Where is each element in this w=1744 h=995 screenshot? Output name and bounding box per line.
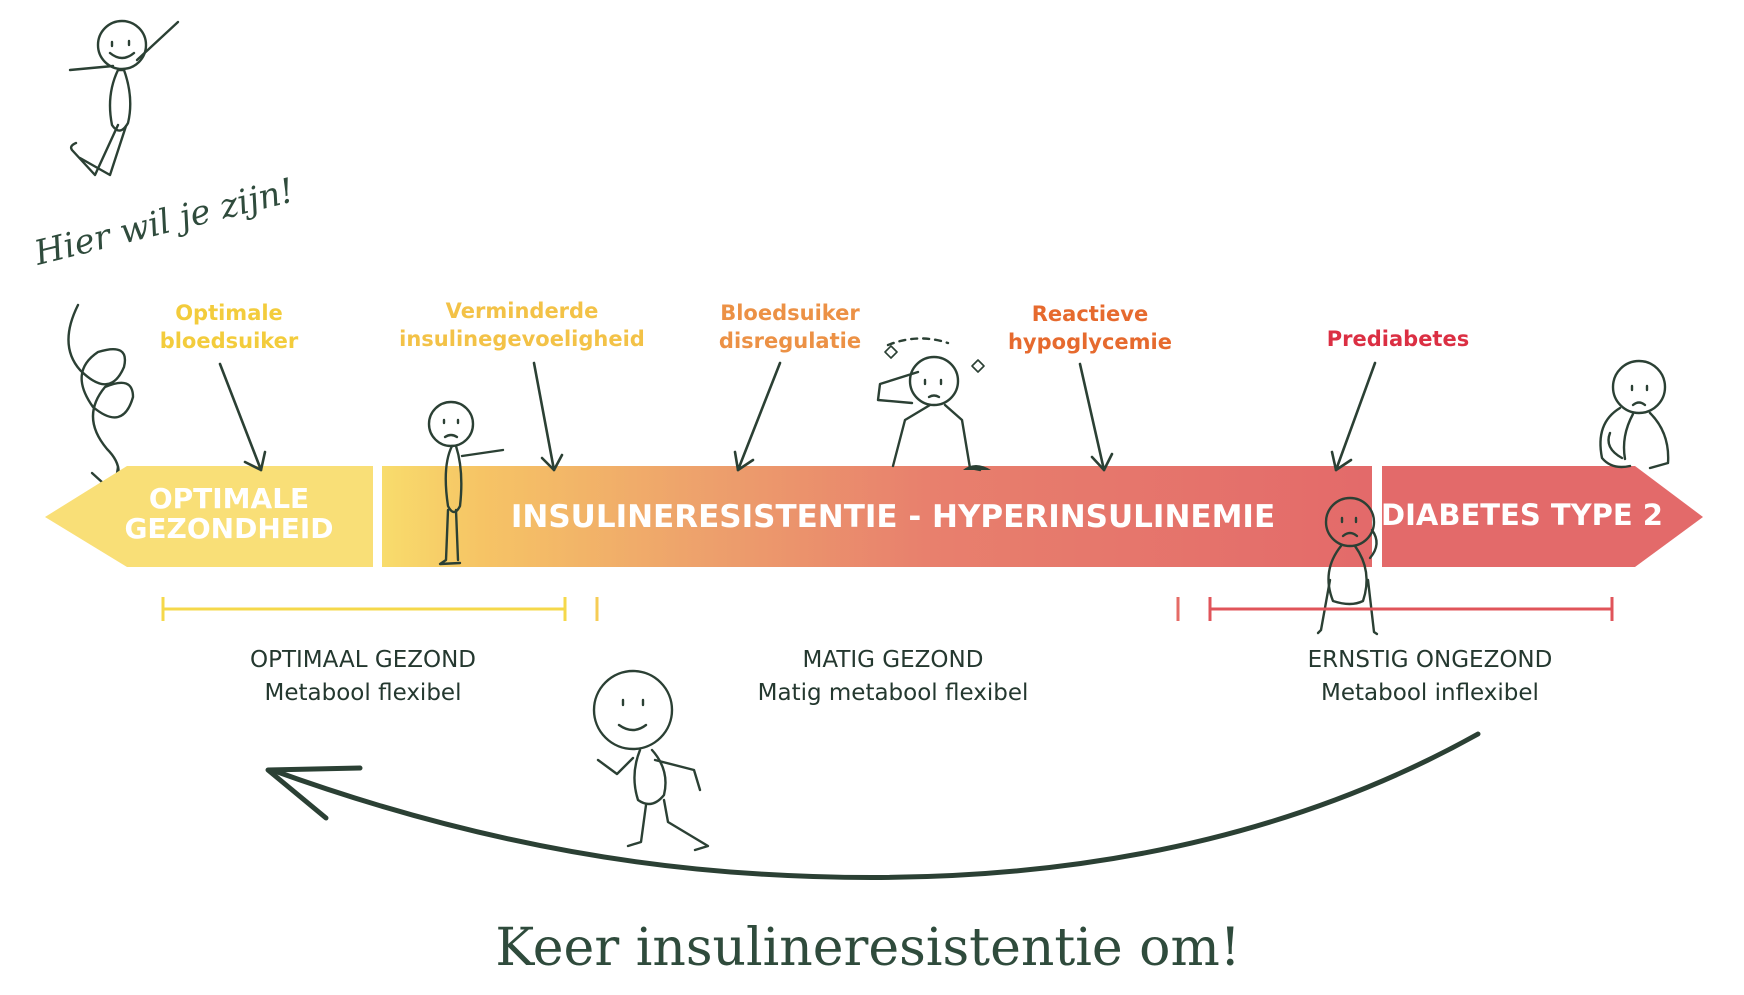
- stage-label-optimale-l2: bloedsuiker: [160, 329, 299, 353]
- return-arrow-icon: [268, 734, 1478, 878]
- stage-label-verminderde-l1: Verminderde: [446, 299, 599, 323]
- hier-text: Hier wil je zijn!: [30, 171, 298, 274]
- band-insulin-label: INSULINERESISTENTIE - HYPERINSULINEMIE: [511, 499, 1275, 535]
- band-optimal-label-line2: GEZONDHEID: [124, 512, 333, 545]
- sad-sitting-figure-icon: [1600, 361, 1668, 468]
- dizzy-figure-icon: [878, 338, 984, 470]
- band-optimal-label-line1: OPTIMALE: [149, 482, 309, 515]
- stage-label-bloedsuiker-l2: disregulatie: [719, 329, 861, 353]
- range-optimal-title: OPTIMAAL GEZOND: [250, 647, 476, 673]
- arrow-down-icon: [534, 363, 562, 470]
- arrow-down-icon: [735, 363, 780, 470]
- band-diabetes-label: DIABETES TYPE 2: [1381, 498, 1663, 532]
- jumping-figure-icon: [70, 21, 178, 175]
- stage-label-reactieve-l2: hypoglycemie: [1008, 330, 1172, 354]
- range-bar-severe: [1210, 597, 1612, 621]
- range-severe-subtitle: Metabool inflexibel: [1321, 680, 1539, 706]
- stage-label-prediabetes: Prediabetes: [1327, 327, 1469, 351]
- stage-label-verminderde-l2: insulinegevoeligheid: [399, 327, 645, 351]
- range-bar-optimal: [163, 597, 565, 621]
- range-moderate-subtitle: Matig metabool flexibel: [758, 680, 1029, 706]
- stage-label-reactieve-l1: Reactieve: [1032, 302, 1148, 326]
- range-optimal-subtitle: Metabool flexibel: [265, 680, 462, 706]
- arrow-down-icon: [1080, 364, 1112, 470]
- curly-arrow-icon: [68, 305, 133, 493]
- walking-figure-icon: [594, 671, 708, 850]
- range-bar-moderate: [597, 597, 1178, 621]
- stage-label-optimale-l1: Optimale: [175, 301, 283, 325]
- bottom-slogan: Keer insulineresistentie om!: [495, 918, 1240, 978]
- arrow-down-icon: [220, 364, 265, 470]
- arrow-down-icon: [1332, 363, 1375, 470]
- range-severe-title: ERNSTIG ONGEZOND: [1308, 647, 1553, 673]
- range-moderate-title: MATIG GEZOND: [803, 647, 984, 673]
- stage-label-bloedsuiker-l1: Bloedsuiker: [720, 301, 860, 325]
